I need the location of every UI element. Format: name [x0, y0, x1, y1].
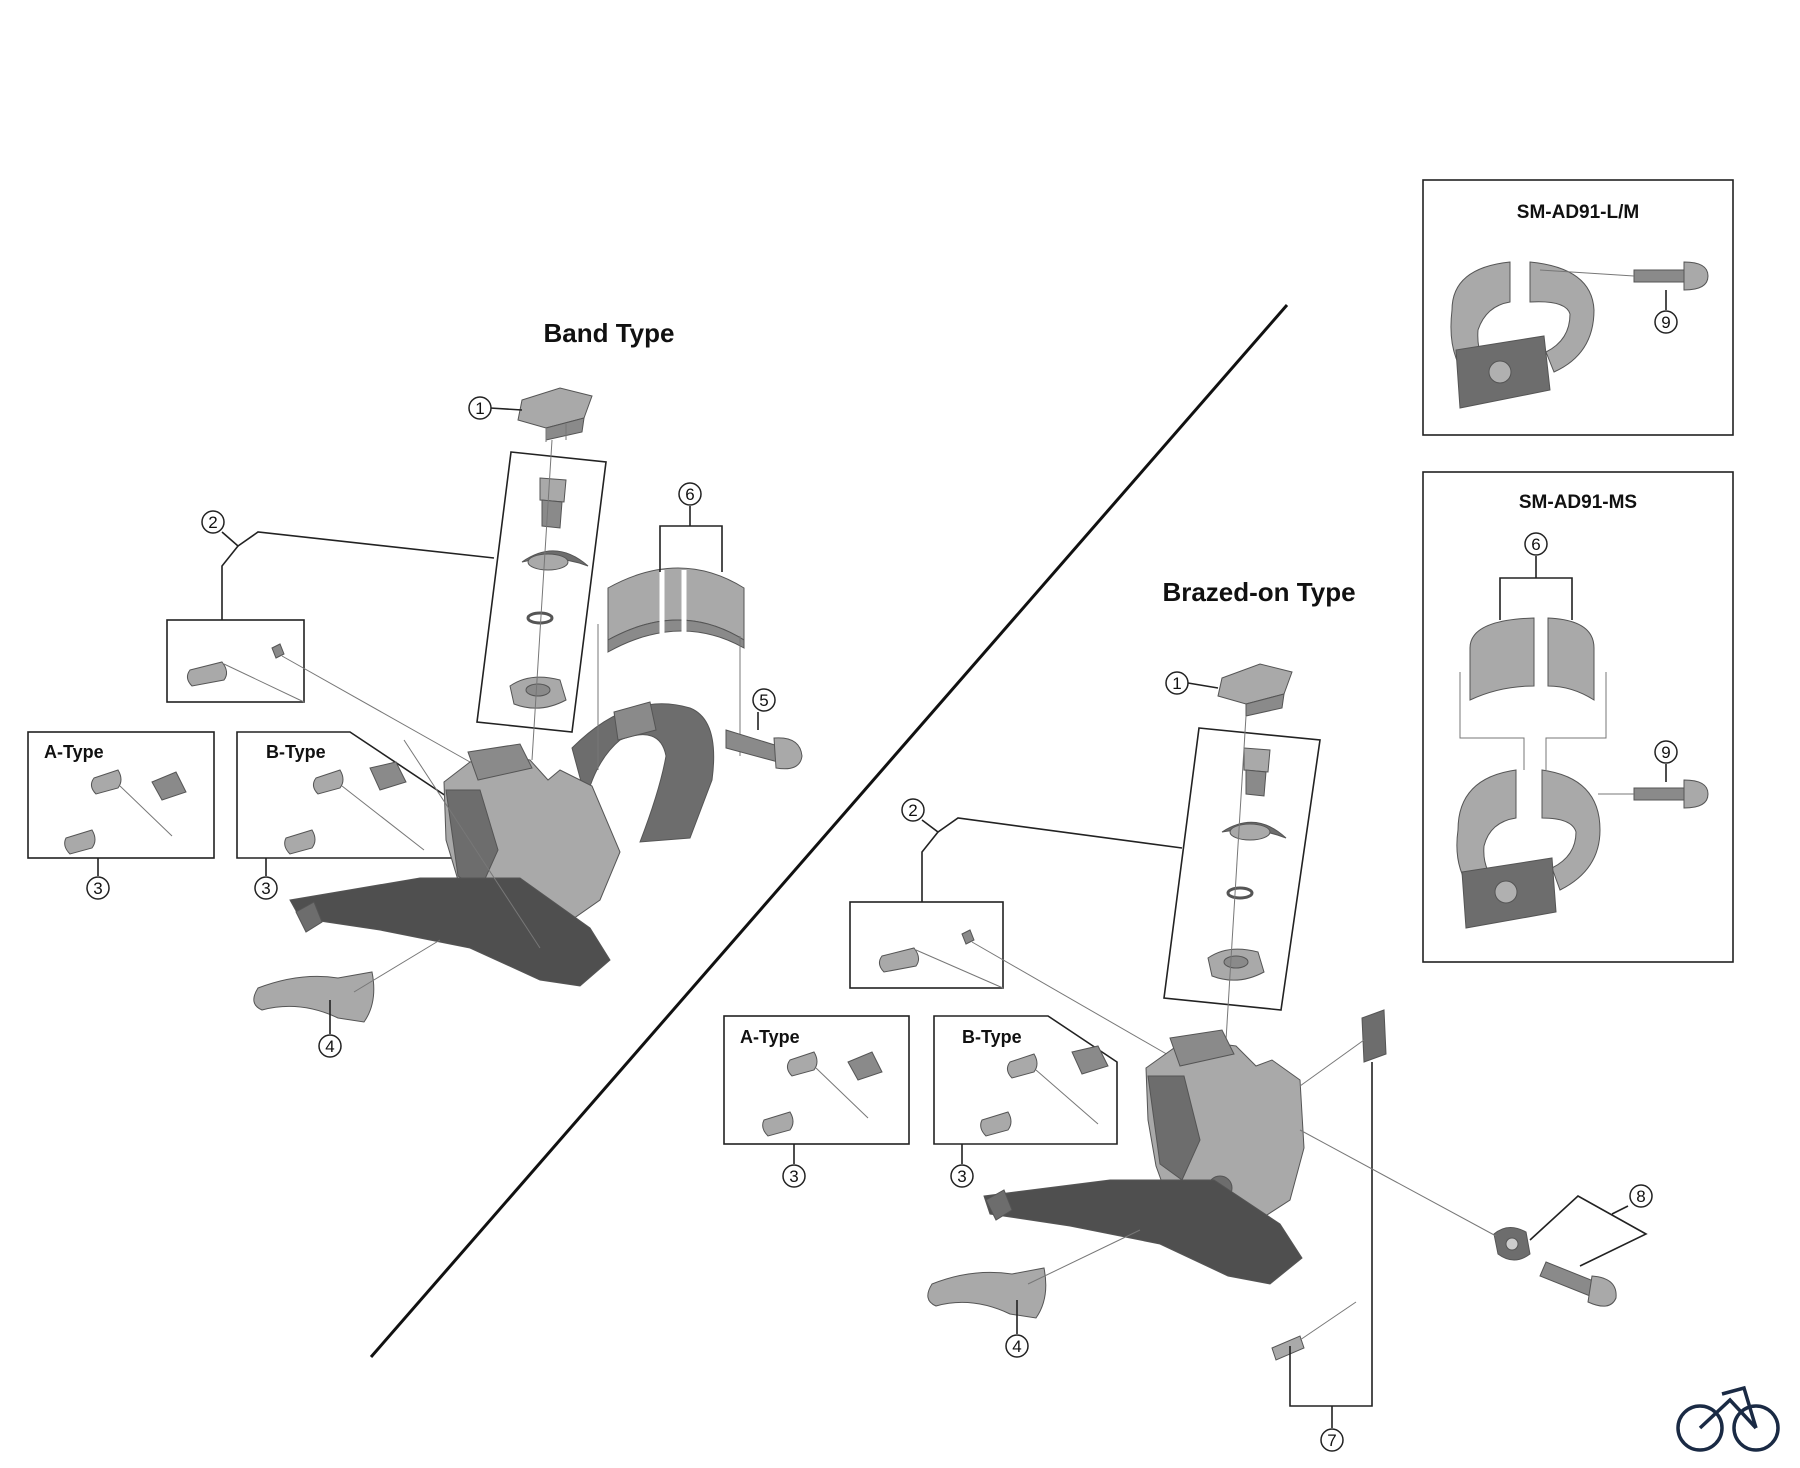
a-type-box-brazed: A-Type — [723, 1015, 910, 1145]
part-6-shim-band — [607, 567, 745, 664]
front-derailleur-brazed — [983, 1029, 1305, 1285]
callout-7-brazed: 7 — [1320, 1428, 1344, 1452]
svg-text:7: 7 — [1327, 1431, 1336, 1450]
svg-text:1: 1 — [1172, 674, 1181, 693]
part-1-cover — [517, 387, 593, 442]
callout-4-band: 4 — [318, 1034, 342, 1058]
svg-text:6: 6 — [1531, 535, 1540, 554]
a-type-box-band: A-Type — [27, 731, 215, 859]
callout-5-band: 5 — [752, 688, 776, 712]
svg-text:4: 4 — [1012, 1337, 1021, 1356]
svg-text:SM-AD91-MS: SM-AD91-MS — [1519, 492, 1637, 513]
part-2-bolt-box-band — [166, 619, 471, 763]
bicycle-logo-icon — [1676, 1385, 1780, 1452]
svg-text:SM-AD91-L/M: SM-AD91-L/M — [1517, 202, 1639, 223]
callout-6-ms: 6 — [1524, 532, 1548, 556]
svg-text:3: 3 — [93, 879, 102, 898]
svg-text:B-Type: B-Type — [266, 742, 326, 762]
svg-text:6: 6 — [685, 485, 694, 504]
callout-2-band: 2 — [201, 510, 225, 534]
callout-8-brazed: 8 — [1629, 1184, 1653, 1208]
svg-text:4: 4 — [325, 1037, 334, 1056]
svg-text:B-Type: B-Type — [962, 1027, 1022, 1047]
part-1-cover-brazed — [1217, 663, 1293, 717]
callout-1-brazed: 1 — [1165, 671, 1189, 695]
b-type-box-brazed: B-Type — [933, 1015, 1118, 1145]
callout-6-band: 6 — [678, 482, 702, 506]
svg-text:9: 9 — [1661, 313, 1670, 332]
svg-text:2: 2 — [208, 513, 217, 532]
part-4-chain-guide-brazed — [927, 1267, 1047, 1319]
svg-text:3: 3 — [789, 1167, 798, 1186]
front-derailleur-band — [289, 701, 715, 987]
svg-text:3: 3 — [957, 1167, 966, 1186]
brazed-on-type-title: Brazed-on Type — [1162, 577, 1355, 607]
part-4-chain-guide-band — [253, 971, 375, 1023]
callout-4-brazed: 4 — [1005, 1334, 1029, 1358]
svg-text:1: 1 — [475, 399, 484, 418]
svg-text:A-Type: A-Type — [740, 1027, 800, 1047]
callout-1-band: 1 — [468, 396, 492, 420]
section-divider — [369, 304, 1289, 1358]
callout-2-brazed: 2 — [901, 798, 925, 822]
part-2-adjust-group-band — [476, 439, 607, 761]
svg-text:3: 3 — [261, 879, 270, 898]
callout-3-band-b: 3 — [254, 876, 278, 900]
adapter-ms-box: SM-AD91-MS — [1422, 471, 1734, 963]
svg-text:9: 9 — [1661, 743, 1670, 762]
part-2-adjust-group-brazed — [1163, 715, 1321, 1041]
callout-9-ms: 9 — [1654, 740, 1678, 764]
callout-3-brazed-b: 3 — [950, 1164, 974, 1188]
part-2-bolt-box-brazed — [849, 901, 1171, 1057]
adapter-lm-box: SM-AD91-L/M — [1422, 179, 1734, 436]
svg-text:2: 2 — [908, 801, 917, 820]
svg-text:A-Type: A-Type — [44, 742, 104, 762]
band-type-title: Band Type — [544, 318, 675, 348]
callout-3-band-a: 3 — [86, 876, 110, 900]
callout-3-brazed-a: 3 — [782, 1164, 806, 1188]
part-5-clamp-bolt — [725, 729, 803, 770]
b-type-box-band: B-Type — [236, 731, 453, 859]
part-8-mount-bolt — [1299, 1129, 1617, 1307]
part-7-support-bolt — [1271, 1009, 1387, 1361]
svg-text:8: 8 — [1636, 1187, 1645, 1206]
callout-9-lm: 9 — [1654, 310, 1678, 334]
svg-text:5: 5 — [759, 691, 768, 710]
